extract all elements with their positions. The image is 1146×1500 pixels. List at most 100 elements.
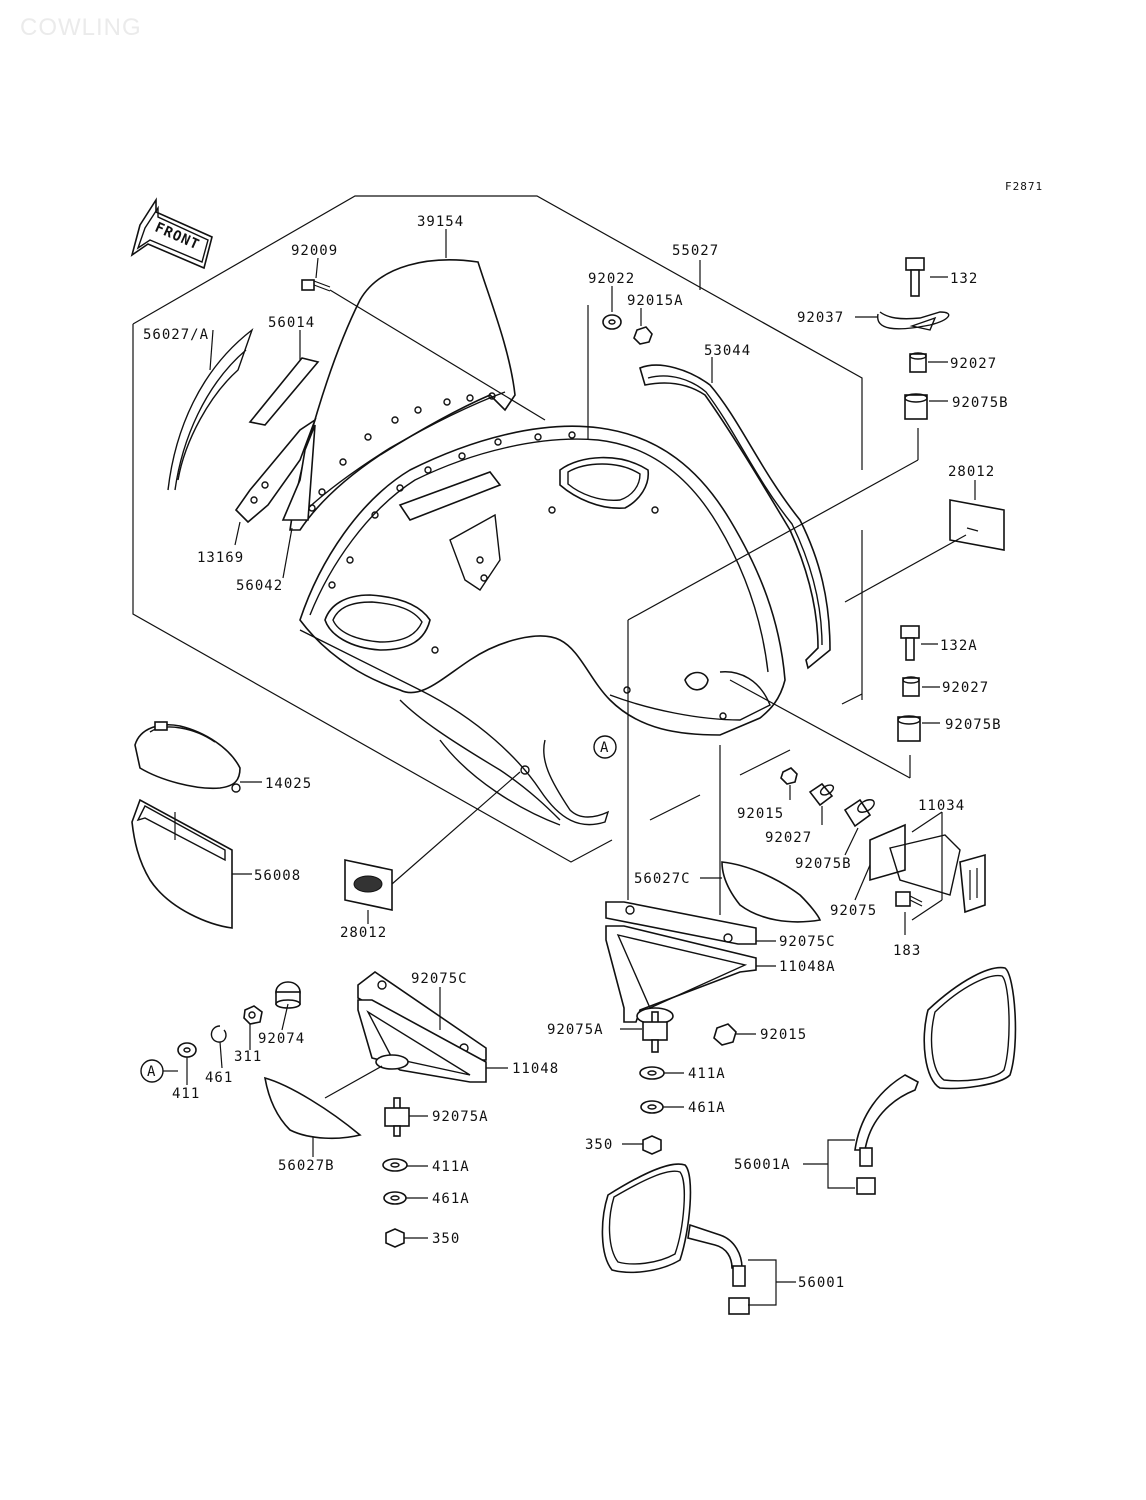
bushing-92074-icon bbox=[275, 981, 301, 1009]
collar-92027-low-icon bbox=[808, 782, 835, 807]
washer-92022-icon bbox=[602, 314, 622, 330]
washer-411-icon bbox=[177, 1042, 197, 1058]
seal-56027C-part bbox=[721, 861, 822, 923]
collar-92027-top-icon bbox=[909, 352, 927, 373]
label-53044: 53044 bbox=[704, 343, 751, 359]
mount-11048A-part bbox=[605, 901, 757, 1025]
label-11048A: 11048A bbox=[779, 959, 836, 975]
svg-text:A: A bbox=[600, 740, 609, 756]
grommet-92075B-top-icon bbox=[904, 393, 928, 420]
label-132A: 132A bbox=[940, 638, 978, 654]
bolt-92009-icon bbox=[301, 279, 546, 421]
nut-92015-icon bbox=[780, 767, 798, 785]
label-311: 311 bbox=[234, 1049, 262, 1065]
label-411A-right: 411A bbox=[688, 1066, 726, 1082]
label-92075A-left: 92075A bbox=[432, 1109, 489, 1125]
label-13169: 13169 bbox=[197, 550, 244, 566]
label-132: 132 bbox=[950, 271, 978, 287]
collar-92027-mid-icon bbox=[902, 676, 920, 697]
pocket-56008-part bbox=[131, 798, 252, 929]
svg-text:A: A bbox=[147, 1064, 156, 1080]
label-92027-top: 92027 bbox=[950, 356, 997, 372]
label-461: 461 bbox=[205, 1070, 233, 1086]
reflector-28012-left-icon bbox=[344, 771, 521, 911]
bolt-132-icon bbox=[905, 257, 925, 297]
label-11048: 11048 bbox=[512, 1061, 559, 1077]
cover-14025-part bbox=[134, 721, 262, 793]
mirror-56001-part bbox=[601, 1163, 750, 1315]
mirror-56001A-part bbox=[854, 966, 1017, 1195]
label-350-left: 350 bbox=[432, 1231, 460, 1247]
windshield-part bbox=[289, 259, 516, 531]
label-56001: 56001 bbox=[798, 1275, 845, 1291]
seal-53044-part bbox=[639, 364, 831, 670]
bolt-92075-icon bbox=[895, 891, 923, 935]
label-92027-mid: 92027 bbox=[942, 680, 989, 696]
frame-outline bbox=[132, 195, 863, 863]
label-14025: 14025 bbox=[265, 776, 312, 792]
seal-56027B-part bbox=[263, 1076, 362, 1140]
washer-411A-left-icon bbox=[382, 1158, 408, 1172]
nut-92015-low-icon bbox=[713, 1023, 737, 1046]
label-461A-right: 461A bbox=[688, 1100, 726, 1116]
label-56042: 56042 bbox=[236, 578, 283, 594]
label-92015A: 92015A bbox=[627, 293, 684, 309]
label-56027C: 56027C bbox=[634, 871, 691, 887]
cowling-watermark-title: COWLING bbox=[20, 14, 142, 41]
label-56027A: 56027/A bbox=[143, 327, 209, 343]
lockwasher-461A-right-icon bbox=[640, 1100, 664, 1114]
label-461A-left: 461A bbox=[432, 1191, 470, 1207]
label-92009: 92009 bbox=[291, 243, 338, 259]
seal-strips bbox=[167, 328, 320, 524]
mount-92075A-left-icon bbox=[384, 1097, 410, 1137]
label-55027: 55027 bbox=[672, 243, 719, 259]
bolt-132A-icon bbox=[900, 625, 920, 661]
label-92075C-right: 92075C bbox=[779, 934, 836, 950]
part-labels: 39154 92009 55027 92022 92015A 53044 132… bbox=[143, 214, 1009, 1291]
label-92075C-left: 92075C bbox=[411, 971, 468, 987]
bracket-11034-part bbox=[869, 811, 986, 921]
label-183: 183 bbox=[893, 943, 921, 959]
label-92075B-low: 92075B bbox=[795, 856, 852, 872]
label-92075B-top: 92075B bbox=[952, 395, 1009, 411]
grommet-92075B-low-icon bbox=[843, 798, 875, 828]
label-56027B: 56027B bbox=[278, 1158, 335, 1174]
fairing-body-part bbox=[299, 260, 786, 826]
nut-92015A-icon bbox=[587, 305, 653, 440]
label-92027-low: 92027 bbox=[765, 830, 812, 846]
label-92015-low: 92015 bbox=[760, 1027, 807, 1043]
washer-411A-right-icon bbox=[639, 1066, 665, 1080]
lockwasher-461A-left-icon bbox=[383, 1191, 407, 1205]
label-92075: 92075 bbox=[830, 903, 877, 919]
nut-350-left-icon bbox=[385, 1228, 405, 1248]
mount-11048-part bbox=[324, 971, 487, 1099]
nut-311-icon bbox=[243, 1005, 263, 1025]
label-92075B-mid: 92075B bbox=[945, 717, 1002, 733]
ref-a-circle-top: A bbox=[593, 735, 617, 759]
label-350-right: 350 bbox=[585, 1137, 613, 1153]
label-39154: 39154 bbox=[417, 214, 464, 230]
lockwasher-461-icon bbox=[210, 1025, 227, 1043]
label-92015: 92015 bbox=[737, 806, 784, 822]
label-411A-left: 411A bbox=[432, 1159, 470, 1175]
label-56008: 56008 bbox=[254, 868, 301, 884]
label-28012-right: 28012 bbox=[948, 464, 995, 480]
label-92074: 92074 bbox=[258, 1031, 305, 1047]
figure-code: F2871 bbox=[1005, 180, 1043, 193]
grommet-92075B-mid-icon bbox=[897, 715, 921, 742]
label-28012-left: 28012 bbox=[340, 925, 387, 941]
clip-92037-icon bbox=[877, 311, 950, 331]
label-92037: 92037 bbox=[797, 310, 844, 326]
mount-92075A-right-icon bbox=[642, 1011, 668, 1053]
leader-lines bbox=[186, 229, 948, 1239]
reflector-28012-right-icon bbox=[844, 480, 1005, 603]
ref-a-circle-bottom: A bbox=[140, 1059, 178, 1083]
label-56014: 56014 bbox=[268, 315, 315, 331]
label-56001A: 56001A bbox=[734, 1157, 791, 1173]
label-411: 411 bbox=[172, 1086, 200, 1102]
nut-350-right-icon bbox=[642, 1135, 662, 1155]
front-arrow-icon: FRONT bbox=[130, 197, 213, 270]
label-92075A-right: 92075A bbox=[547, 1022, 604, 1038]
